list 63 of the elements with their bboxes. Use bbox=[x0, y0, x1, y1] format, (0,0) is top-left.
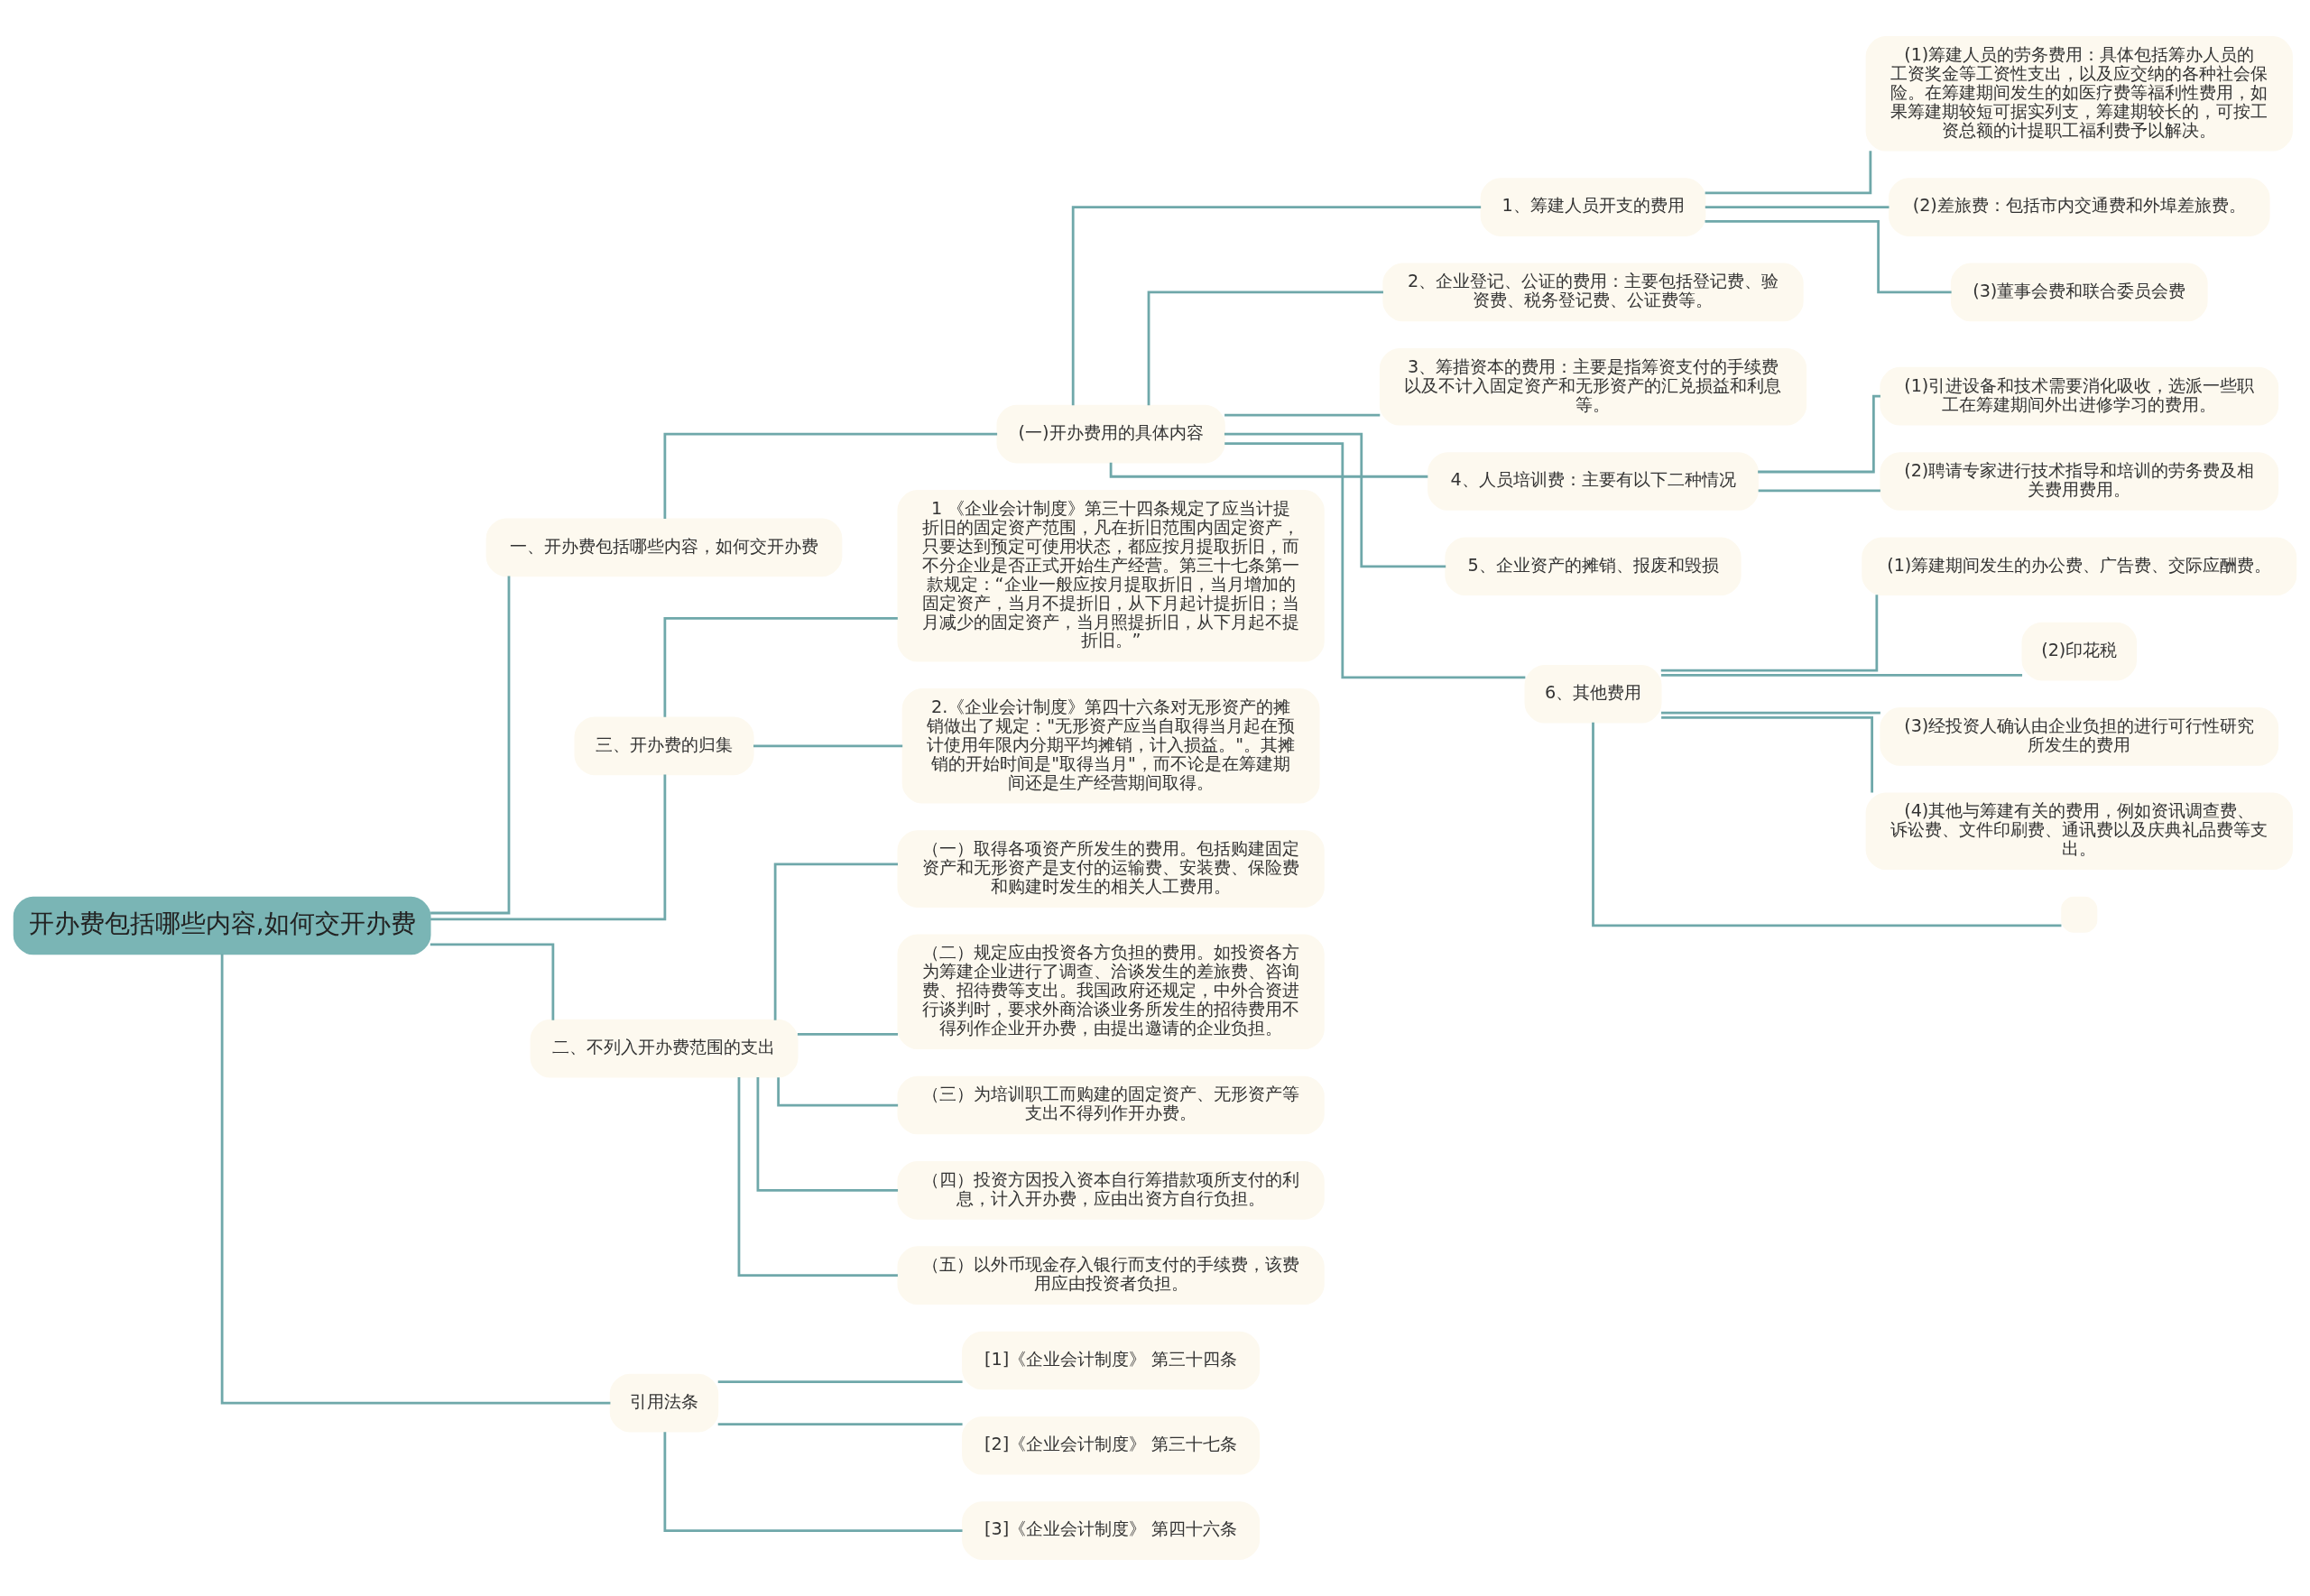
node-box: （五）以外币现金存入银行而支付的手续费，该费用应由投资者负担。 bbox=[897, 1246, 1325, 1305]
connector bbox=[663, 432, 998, 520]
connector bbox=[1705, 151, 1872, 195]
node-box: 引用法条 bbox=[609, 1373, 719, 1433]
node-box: (2)印花税 bbox=[2021, 622, 2137, 681]
connector bbox=[430, 576, 511, 915]
connector bbox=[1758, 394, 1880, 474]
connector bbox=[1224, 432, 1446, 568]
node-box: 2.《企业会计制度》第四十六条对无形资产的摊销做出了规定："无形资产应当自取得当月起在预计使用年限内分期平均摊销，计入损益。"。其摊销的开始时间是"取得当月"，而不论是在筹建期间还是生产经营期间取得。 bbox=[901, 688, 1320, 804]
node-box: 1、筹建人员开支的费用 bbox=[1480, 178, 1706, 236]
connector bbox=[430, 943, 555, 1020]
node-box: （四）投资方因投入资本自行筹措款项所支付的利息，计入开办费，应由出资方自行负担。 bbox=[897, 1161, 1325, 1220]
node-box: (1)筹建人员的劳务费用：具体包括筹办人员的工资奖金等工资性支出，以及应交纳的各种社会保险。在筹建期间发生的如医疗费等福利性费用，如果筹建期较短可据实列支，筹建期较长的，可按工资总额的计提职工福利费予以解决。 bbox=[1865, 36, 2293, 152]
node-box: (2)差旅费：包括市内交通费和外埠差旅费。 bbox=[1888, 178, 2270, 236]
node-box: 二、不列入开办费范围的支出 bbox=[530, 1019, 799, 1078]
connector bbox=[1071, 206, 1482, 406]
connector bbox=[717, 1380, 963, 1383]
node-box: (2)聘请专家进行技术指导和培训的劳务费及相关费用费用。 bbox=[1880, 452, 2279, 511]
node-box: 开办费包括哪些内容,如何交开办费 bbox=[13, 896, 431, 955]
node-box: 2、企业登记、公证的费用：主要包括登记费、验资费、税务登记费、公证费等。 bbox=[1382, 263, 1804, 322]
connector bbox=[1592, 722, 2062, 927]
connector bbox=[1705, 206, 1890, 208]
node-box: 三、开办费的归集 bbox=[574, 716, 754, 776]
connector bbox=[797, 1033, 899, 1036]
connector bbox=[717, 1423, 963, 1426]
node-box: (3)董事会费和联合委员会费 bbox=[1950, 263, 2208, 322]
connector bbox=[663, 1432, 963, 1532]
node-box: (一)开办费用的具体内容 bbox=[996, 404, 1225, 464]
connector bbox=[1661, 711, 1880, 715]
connector bbox=[1660, 595, 1879, 672]
connector bbox=[777, 1077, 899, 1107]
connector bbox=[753, 744, 903, 748]
connector bbox=[773, 863, 898, 1020]
node-box: 4、人员培训费：主要有以下二种情况 bbox=[1428, 452, 1759, 511]
node-box: 6、其他费用 bbox=[1524, 664, 1662, 724]
node-box: [3]《企业会计制度》 第四十六条 bbox=[962, 1501, 1261, 1560]
connector bbox=[1224, 442, 1526, 679]
connector bbox=[220, 954, 611, 1405]
node-box: (3)经投资人确认由企业负担的进行可行性研究所发生的费用 bbox=[1880, 707, 2279, 766]
node-box: (1)筹建期间发生的办公费、广告费、交际应酬费。 bbox=[1862, 537, 2297, 596]
node-box: [2]《企业会计制度》 第三十七条 bbox=[962, 1416, 1261, 1475]
node-box: （二）规定应由投资各方负担的费用。如投资各方为筹建企业进行了调查、洽谈发生的差旅费、咨询费、招待费等支出。我国政府还规定，中外合资进行谈判时，要求外商洽谈业务所发生的招待费用不得列作企业开办费，由提出邀请的企业负担。 bbox=[897, 934, 1325, 1050]
connector bbox=[1109, 462, 1428, 478]
node-box: （三）为培训职工而购建的固定资产、无形资产等支出不得列作开办费。 bbox=[897, 1075, 1325, 1135]
connector bbox=[1661, 673, 2023, 677]
node-box: 1 《企业会计制度》第三十四条规定了应当计提折旧的固定资产范围，凡在折旧范围内固定资产，只要达到预定可使用状态，都应按月提取折旧，而不分企业是否正式开始生产经营。第三十七条第一款规定：“企业一般应按月提取折旧，当月增加的固定资产，当月不提折旧，从下月起计提折旧；当月减少的固定资产，当月照提折旧，从下月起不提折旧。” bbox=[897, 490, 1325, 662]
node-box: （一）取得各项资产所发生的费用。包括购建固定资产和无形资产是支付的运输费、安装费、保险费和购建时发生的相关人工费用。 bbox=[897, 830, 1325, 908]
node-box: [1]《企业会计制度》 第三十四条 bbox=[962, 1331, 1261, 1390]
node-box: 3、筹措资本的费用：主要是指筹资支付的手续费以及不计入固定资产和无形资产的汇兑损益和利息等。 bbox=[1379, 347, 1807, 426]
connector bbox=[1224, 413, 1381, 417]
node-box: 一、开办费包括哪些内容，如何交开办费 bbox=[485, 518, 843, 577]
node-box bbox=[2061, 896, 2098, 933]
node-box: 5、企业资产的摊销、报废和毁损 bbox=[1445, 537, 1742, 596]
connector bbox=[756, 1077, 899, 1192]
connector bbox=[1705, 219, 1952, 294]
connector bbox=[1661, 716, 1873, 793]
connector bbox=[663, 617, 898, 717]
connector bbox=[737, 1077, 898, 1278]
node-box: (4)其他与筹建有关的费用，例如资讯调查费、诉讼费、文件印刷费、通讯费以及庆典礼品费等支出。 bbox=[1865, 792, 2293, 870]
connector bbox=[1147, 291, 1383, 406]
node-box: (1)引进设备和技术需要消化吸收，选派一些职工在筹建期间外出进修学习的费用。 bbox=[1880, 366, 2279, 426]
connector bbox=[1758, 489, 1880, 493]
connector bbox=[430, 774, 667, 921]
